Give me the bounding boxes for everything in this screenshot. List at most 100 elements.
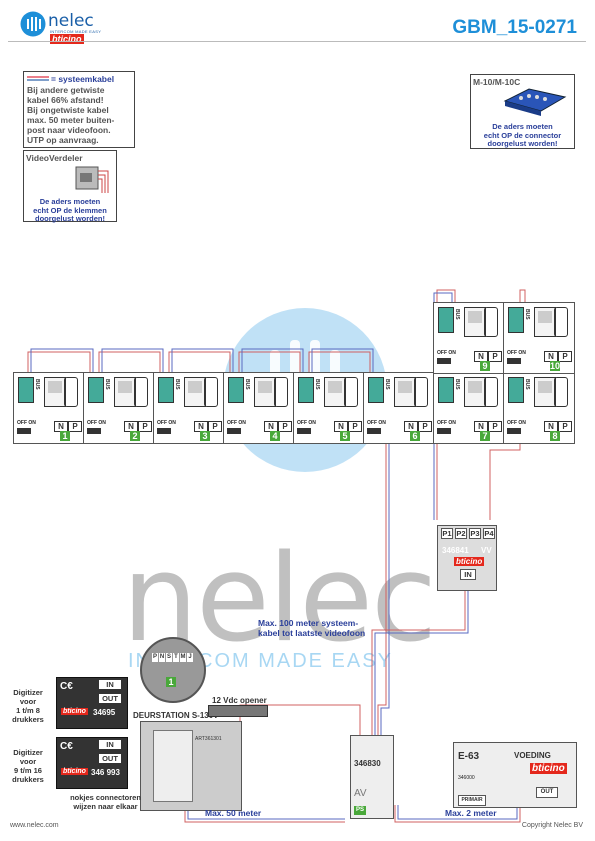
- videophone-unit: BUS OFF ON N P 3: [153, 372, 225, 444]
- psu-model: E-63: [458, 751, 480, 762]
- bus-terminal-icon: [158, 377, 174, 403]
- av-module: 346830 AV PS: [350, 735, 394, 819]
- nelec-logo-icon: [20, 11, 46, 37]
- terminal-p: P: [488, 351, 502, 362]
- distributor-model: 346841: [442, 546, 469, 555]
- bus-label: BUS: [454, 379, 460, 390]
- switch-icon: [437, 358, 451, 364]
- videophone-unit: BUS OFF ON N P 7: [433, 372, 505, 444]
- module-note-title: M-10/M-10C: [473, 77, 521, 87]
- switch-icon: [87, 428, 101, 434]
- bus-label: BUS: [524, 309, 530, 320]
- switch-icon: [227, 428, 241, 434]
- unit-number: 6: [410, 431, 420, 441]
- detail-number: 1: [166, 677, 176, 687]
- distance-note: Max. 100 meter systeem-kabel tot laatste…: [258, 618, 366, 638]
- bus-terminal-icon: [438, 377, 454, 403]
- unit-number: 8: [550, 431, 560, 441]
- handset-icon: [44, 377, 66, 407]
- terminal-p: P: [208, 421, 222, 432]
- switch-label: OFF ON: [437, 350, 456, 356]
- switch-label: OFF ON: [157, 420, 176, 426]
- videophone-unit: BUS OFF ON N P 9: [433, 302, 505, 374]
- distributor-mode: VV: [481, 546, 492, 555]
- unit-number: 5: [340, 431, 350, 441]
- bus-terminal-icon: [508, 307, 524, 333]
- handset-icon: [324, 377, 346, 407]
- unit-number: 1: [60, 431, 70, 441]
- bus-terminal-icon: [368, 377, 384, 403]
- terminal-p: P: [348, 421, 362, 432]
- terminal-p: P: [138, 421, 152, 432]
- switch-label: OFF ON: [437, 420, 456, 426]
- receiver-icon: [344, 377, 358, 407]
- handset-icon: [254, 377, 276, 407]
- terminal-p: P: [488, 421, 502, 432]
- switch-label: OFF ON: [507, 350, 526, 356]
- switch-label: OFF ON: [227, 420, 246, 426]
- unit-number: 2: [130, 431, 140, 441]
- videophone-unit: BUS OFF ON N P 6: [363, 372, 435, 444]
- bus-label: BUS: [244, 379, 250, 390]
- switch-label: OFF ON: [87, 420, 106, 426]
- receiver-icon: [484, 307, 498, 337]
- partner-logo: bticino: [50, 34, 84, 44]
- bus-terminal-icon: [298, 377, 314, 403]
- splitter-note-title: VideoVerdeler: [26, 153, 83, 163]
- handset-icon: [464, 307, 486, 337]
- receiver-icon: [414, 377, 428, 407]
- cable-legend-icon: [27, 76, 49, 81]
- unit-number: 3: [200, 431, 210, 441]
- terminal-p: P: [418, 421, 432, 432]
- receiver-icon: [484, 377, 498, 407]
- bus-terminal-icon: [18, 377, 34, 403]
- handset-icon: [184, 377, 206, 407]
- bus-label: BUS: [454, 309, 460, 320]
- bus-label: BUS: [314, 379, 320, 390]
- video-distributor: P1 P2 P3 P4 346841 VV bticino IN: [437, 525, 497, 591]
- switch-icon: [17, 428, 31, 434]
- footer-website: www.nelec.com: [10, 822, 59, 829]
- terminal-p: P: [558, 351, 572, 362]
- unit-number: 9: [480, 361, 490, 371]
- handset-icon: [534, 307, 556, 337]
- switch-icon: [437, 428, 451, 434]
- door-station: ART361301: [140, 721, 242, 811]
- terminal-p: P: [278, 421, 292, 432]
- handset-icon: [114, 377, 136, 407]
- bus-label: BUS: [34, 379, 40, 390]
- opener-label: 12 Vdc opener: [212, 696, 267, 705]
- bus-terminal-icon: [508, 377, 524, 403]
- document-code: GBM_15-0271: [452, 17, 577, 38]
- receiver-icon: [554, 377, 568, 407]
- door-station-code: ART361301: [195, 736, 222, 742]
- header-divider: [8, 41, 586, 42]
- psu-out: OUT: [536, 787, 558, 798]
- switch-label: OFF ON: [297, 420, 316, 426]
- splitter-icon: [75, 166, 109, 193]
- terminal-p: P: [558, 421, 572, 432]
- door-opener-icon: [208, 705, 268, 717]
- av-mode: AV: [354, 788, 367, 799]
- footer-copyright: Copyright Nelec BV: [521, 822, 583, 829]
- psu-title: VOEDING: [514, 751, 551, 760]
- door-station-panel: [153, 730, 193, 802]
- unit-number: 4: [270, 431, 280, 441]
- meter-50: Max. 50 meter: [205, 808, 262, 818]
- av-model: 346830: [354, 759, 381, 768]
- handset-icon: [534, 377, 556, 407]
- bus-label: BUS: [524, 379, 530, 390]
- door-station-detail: P N S T M J 1: [140, 637, 206, 703]
- meter-2: Max. 2 meter: [445, 808, 497, 818]
- bus-terminal-icon: [88, 377, 104, 403]
- switch-label: OFF ON: [507, 420, 526, 426]
- bus-terminal-icon: [438, 307, 454, 333]
- videophone-unit: BUS OFF ON N P 5: [293, 372, 365, 444]
- handset-icon: [464, 377, 486, 407]
- switch-icon: [367, 428, 381, 434]
